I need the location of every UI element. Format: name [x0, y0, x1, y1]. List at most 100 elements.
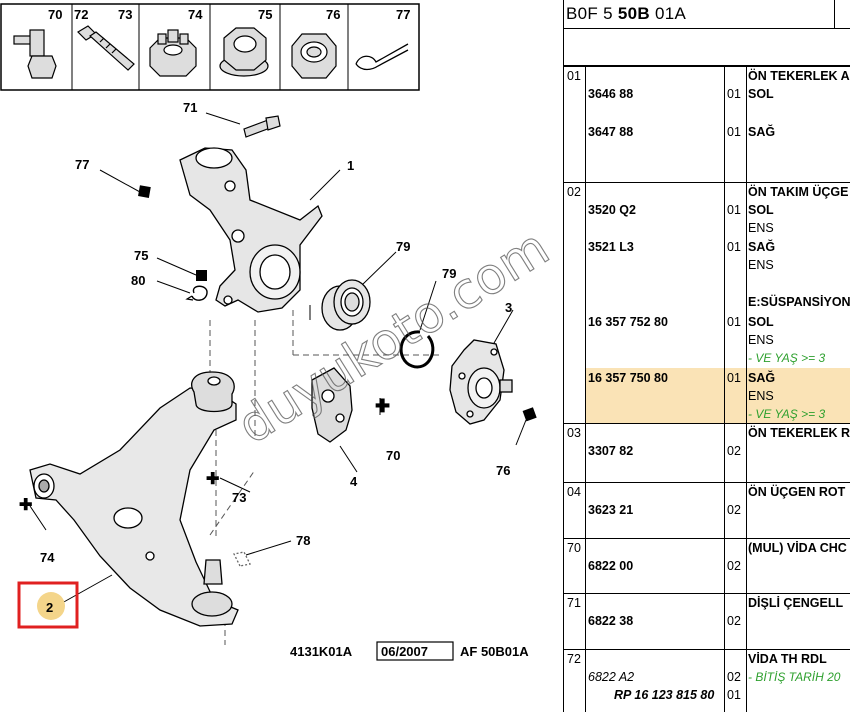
qty: 02: [727, 559, 741, 573]
qty: 01: [727, 203, 741, 217]
callout-76: 77: [75, 157, 89, 172]
footer-date: 06/2007: [381, 644, 428, 659]
row-desc: ÖN TEKERLEK R: [748, 426, 850, 440]
callout-labels: 71 77 1 75 80 79 79 3 70 73 4 76 74 78 2: [40, 100, 512, 615]
side: SAĞ: [748, 371, 776, 385]
marker-73: ✚: [19, 497, 32, 514]
table-subheader: [564, 29, 850, 67]
small-parts-strip: 70 72 73 74 75 76 77: [0, 3, 420, 91]
part-number: 6822 00: [588, 559, 634, 573]
variant: ENS: [748, 258, 774, 272]
callout-3: 3: [505, 300, 512, 315]
marker-74: [196, 270, 207, 281]
table-row-03[interactable]: 03 ÖN TEKERLEK R 3307 82 02: [564, 424, 850, 483]
part-number: 3520 Q2: [588, 203, 636, 217]
row-highlight: [585, 368, 850, 423]
variant: ENS: [748, 389, 774, 403]
table-row-71[interactable]: 71 DİŞLİ ÇENGELL 6822 38 02: [564, 594, 850, 650]
bolt-71-drawing: [243, 115, 281, 138]
header-num-74: 74: [188, 7, 203, 22]
row-desc: ÖN TAKIM ÜÇGE: [748, 185, 849, 199]
row-num: 71: [567, 596, 581, 610]
steering-knuckle-drawing: [179, 147, 323, 313]
side: SOL: [748, 87, 774, 101]
reference-side-cell: [834, 0, 850, 28]
highlight-dot: [37, 592, 65, 620]
table-row-72[interactable]: 72 VİDA TH RDL 6822 A2 02 - BİTİŞ TARİH …: [564, 650, 850, 712]
lower-wishbone-drawing: [29, 371, 251, 627]
side: SAĞ: [748, 125, 776, 139]
row-desc: ÖN ÜÇGEN ROT: [748, 485, 846, 499]
qty: 02: [727, 444, 741, 458]
part-number: RP 16 123 815 80: [614, 688, 715, 702]
table-row-02[interactable]: 02 ÖN TAKIM ÜÇGE 3520 Q2 01 SOL ENS 3521…: [564, 183, 850, 424]
row-num: 70: [567, 541, 581, 555]
header-num-73: 73: [118, 7, 132, 22]
part-number: 3646 88: [588, 87, 634, 101]
dust-shield-drawing: [311, 367, 353, 443]
cotter-pin-icon: [355, 43, 409, 71]
callout-75: 76: [496, 463, 510, 478]
table-row-04[interactable]: 04 ÖN ÜÇGEN ROT 3623 21 02: [564, 483, 850, 539]
callout-markers: ✚ ✚ ✚: [19, 185, 537, 514]
qty: 01: [727, 688, 741, 702]
part-number: 6822 38: [588, 614, 634, 628]
callout-78: 79: [396, 239, 410, 254]
callout-70: 70: [386, 448, 400, 463]
variant: ENS: [748, 221, 774, 235]
marker-75: [522, 407, 537, 422]
split-ring-80: [191, 285, 208, 301]
header-num-75: 75: [258, 7, 272, 22]
callout-2: 2: [46, 600, 53, 615]
row-num: 04: [567, 485, 581, 499]
circlip-79: [399, 330, 435, 369]
side: SOL: [748, 203, 774, 217]
row-num: 72: [567, 652, 581, 666]
marker-76: [138, 185, 151, 198]
side: SAĞ: [748, 240, 776, 254]
variant: ENS: [748, 333, 774, 347]
callout-72: 73: [232, 490, 246, 505]
marker-72: ✚: [206, 471, 219, 488]
nylon-nut-icon: [291, 33, 337, 79]
side: SOL: [748, 315, 774, 329]
qty: 01: [727, 315, 741, 329]
column-divider: [585, 66, 586, 712]
row-desc: DİŞLİ ÇENGELL: [748, 596, 844, 610]
exploded-diagram: 70 72 73 74 75 76 77: [0, 3, 560, 661]
header-num-77: 77: [396, 7, 410, 22]
condition-note: - VE YAŞ >= 3: [748, 351, 826, 365]
row-desc: VİDA TH RDL: [748, 652, 827, 666]
qty: 01: [727, 87, 741, 101]
callout-4: 4: [350, 474, 358, 489]
callout-71: 71: [183, 100, 197, 115]
row-num: 02: [567, 185, 581, 199]
diagram-canvas: 70 72 73 74 75 76 77: [0, 3, 560, 661]
hex-bolt-icon: [77, 25, 135, 71]
parts-list-table: B0F 5 50B 01A 01 ÖN TEKERLEK A 3646 88 0…: [563, 0, 850, 712]
callout-79: 79: [442, 266, 456, 281]
header-num-72: 72: [74, 7, 88, 22]
footer-code: 4131K01A: [290, 644, 353, 659]
callout-73: 74: [40, 550, 55, 565]
row-desc: E:SÜSPANSİYON: [748, 295, 850, 309]
qty: 02: [727, 670, 741, 684]
part-number: 16 357 752 80: [588, 315, 668, 329]
part-number: 6822 A2: [588, 670, 635, 684]
wheel-bearing-drawing: [321, 279, 371, 331]
wheel-hub-drawing: [449, 339, 513, 425]
column-divider: [746, 66, 747, 712]
row-num: 03: [567, 426, 581, 440]
callout-80: 80: [131, 273, 145, 288]
header-num-76: 76: [326, 7, 340, 22]
qty: 02: [727, 614, 741, 628]
table-row-70[interactable]: 70 (MUL) VİDA CHC 6822 00 02: [564, 539, 850, 594]
table-row-01[interactable]: 01 ÖN TEKERLEK A 3646 88 01 SOL 3647 88 …: [564, 67, 850, 183]
part-number: 16 357 750 80: [588, 371, 668, 385]
marker-70: ✚: [375, 396, 390, 416]
condition-note: - BİTİŞ TARİH 20: [748, 670, 841, 684]
part-number: 3623 21: [588, 503, 634, 517]
part-number: 3521 L3: [588, 240, 634, 254]
qty: 02: [727, 503, 741, 517]
row-desc: ÖN TEKERLEK A: [748, 69, 850, 83]
